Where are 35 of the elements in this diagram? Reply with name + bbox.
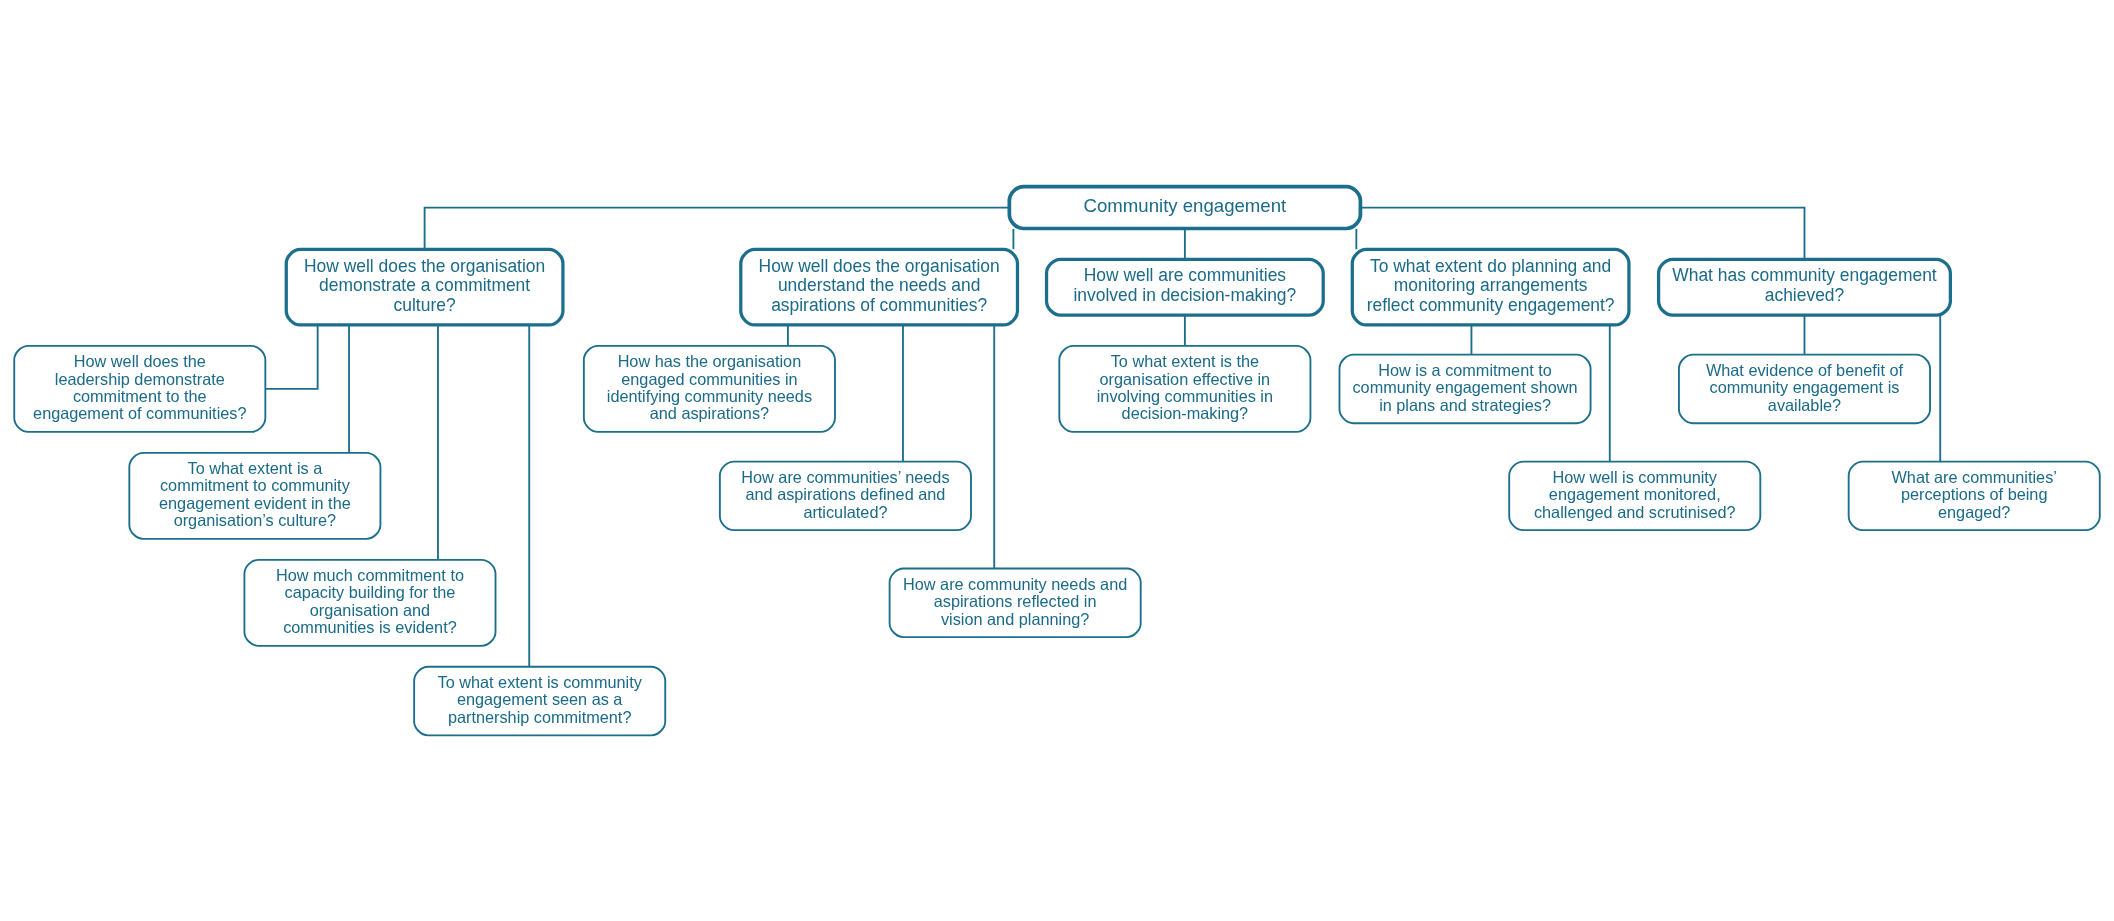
node-box: How well does the organisation understand the needs and aspirations of communities? xyxy=(739,247,1020,327)
node-box: To what extent is community engagement seen as a partnership commitment? xyxy=(413,665,667,736)
connector xyxy=(902,323,904,462)
node-box: Community engagement xyxy=(1007,184,1363,230)
connector xyxy=(993,323,996,569)
node-box: How are communities’ needs and aspirations defined and articulated? xyxy=(718,460,972,531)
connector xyxy=(1939,313,1942,462)
node-box: How well is community engagement monitored, challenged and scrutinised? xyxy=(1508,460,1762,531)
connector xyxy=(1470,323,1473,355)
connector xyxy=(423,206,1010,250)
connector xyxy=(786,323,789,347)
connector xyxy=(1359,206,1806,260)
connector xyxy=(437,323,439,560)
node-box: What evidence of benefit of community engagement is available? xyxy=(1678,353,1931,424)
node-box: How well does the leadership demonstrate commitment to the engagement of communities? xyxy=(13,344,267,433)
connector xyxy=(1012,227,1015,250)
node-box: What has community engagement achieved? xyxy=(1656,257,1952,317)
node-box: To what extent is the organisation effective in involving communities in decision-making? xyxy=(1058,344,1312,433)
connector xyxy=(1183,227,1186,260)
node-box: How are community needs and aspirations reflected in vision and planning? xyxy=(888,567,1142,638)
connector xyxy=(348,323,350,454)
node-box: To what extent do planning and monitoring arrangements reflect community engagement? xyxy=(1350,247,1631,327)
node-box: How much commitment to capacity building for the organisation and communities is evident? xyxy=(243,558,497,647)
node-box: How has the organisation engaged communities in identifying community needs and aspirations? xyxy=(582,344,836,433)
node-box: How well are communities involved in decision-making? xyxy=(1044,257,1325,317)
node-box: How well does the organisation demonstrate a commitment culture? xyxy=(284,247,565,327)
node-box: How is a commitment to community engagement shown in plans and strategies? xyxy=(1338,353,1592,424)
connector xyxy=(528,323,531,667)
connector xyxy=(1183,314,1186,347)
connector xyxy=(264,323,319,390)
connector xyxy=(1803,314,1806,356)
node-box: What are communities’ perceptions of being engaged? xyxy=(1847,460,2101,531)
connector xyxy=(1608,323,1611,462)
connector xyxy=(1355,227,1358,250)
node-box: To what extent is a commitment to community engagement evident in the organisation’s culture? xyxy=(128,451,382,540)
